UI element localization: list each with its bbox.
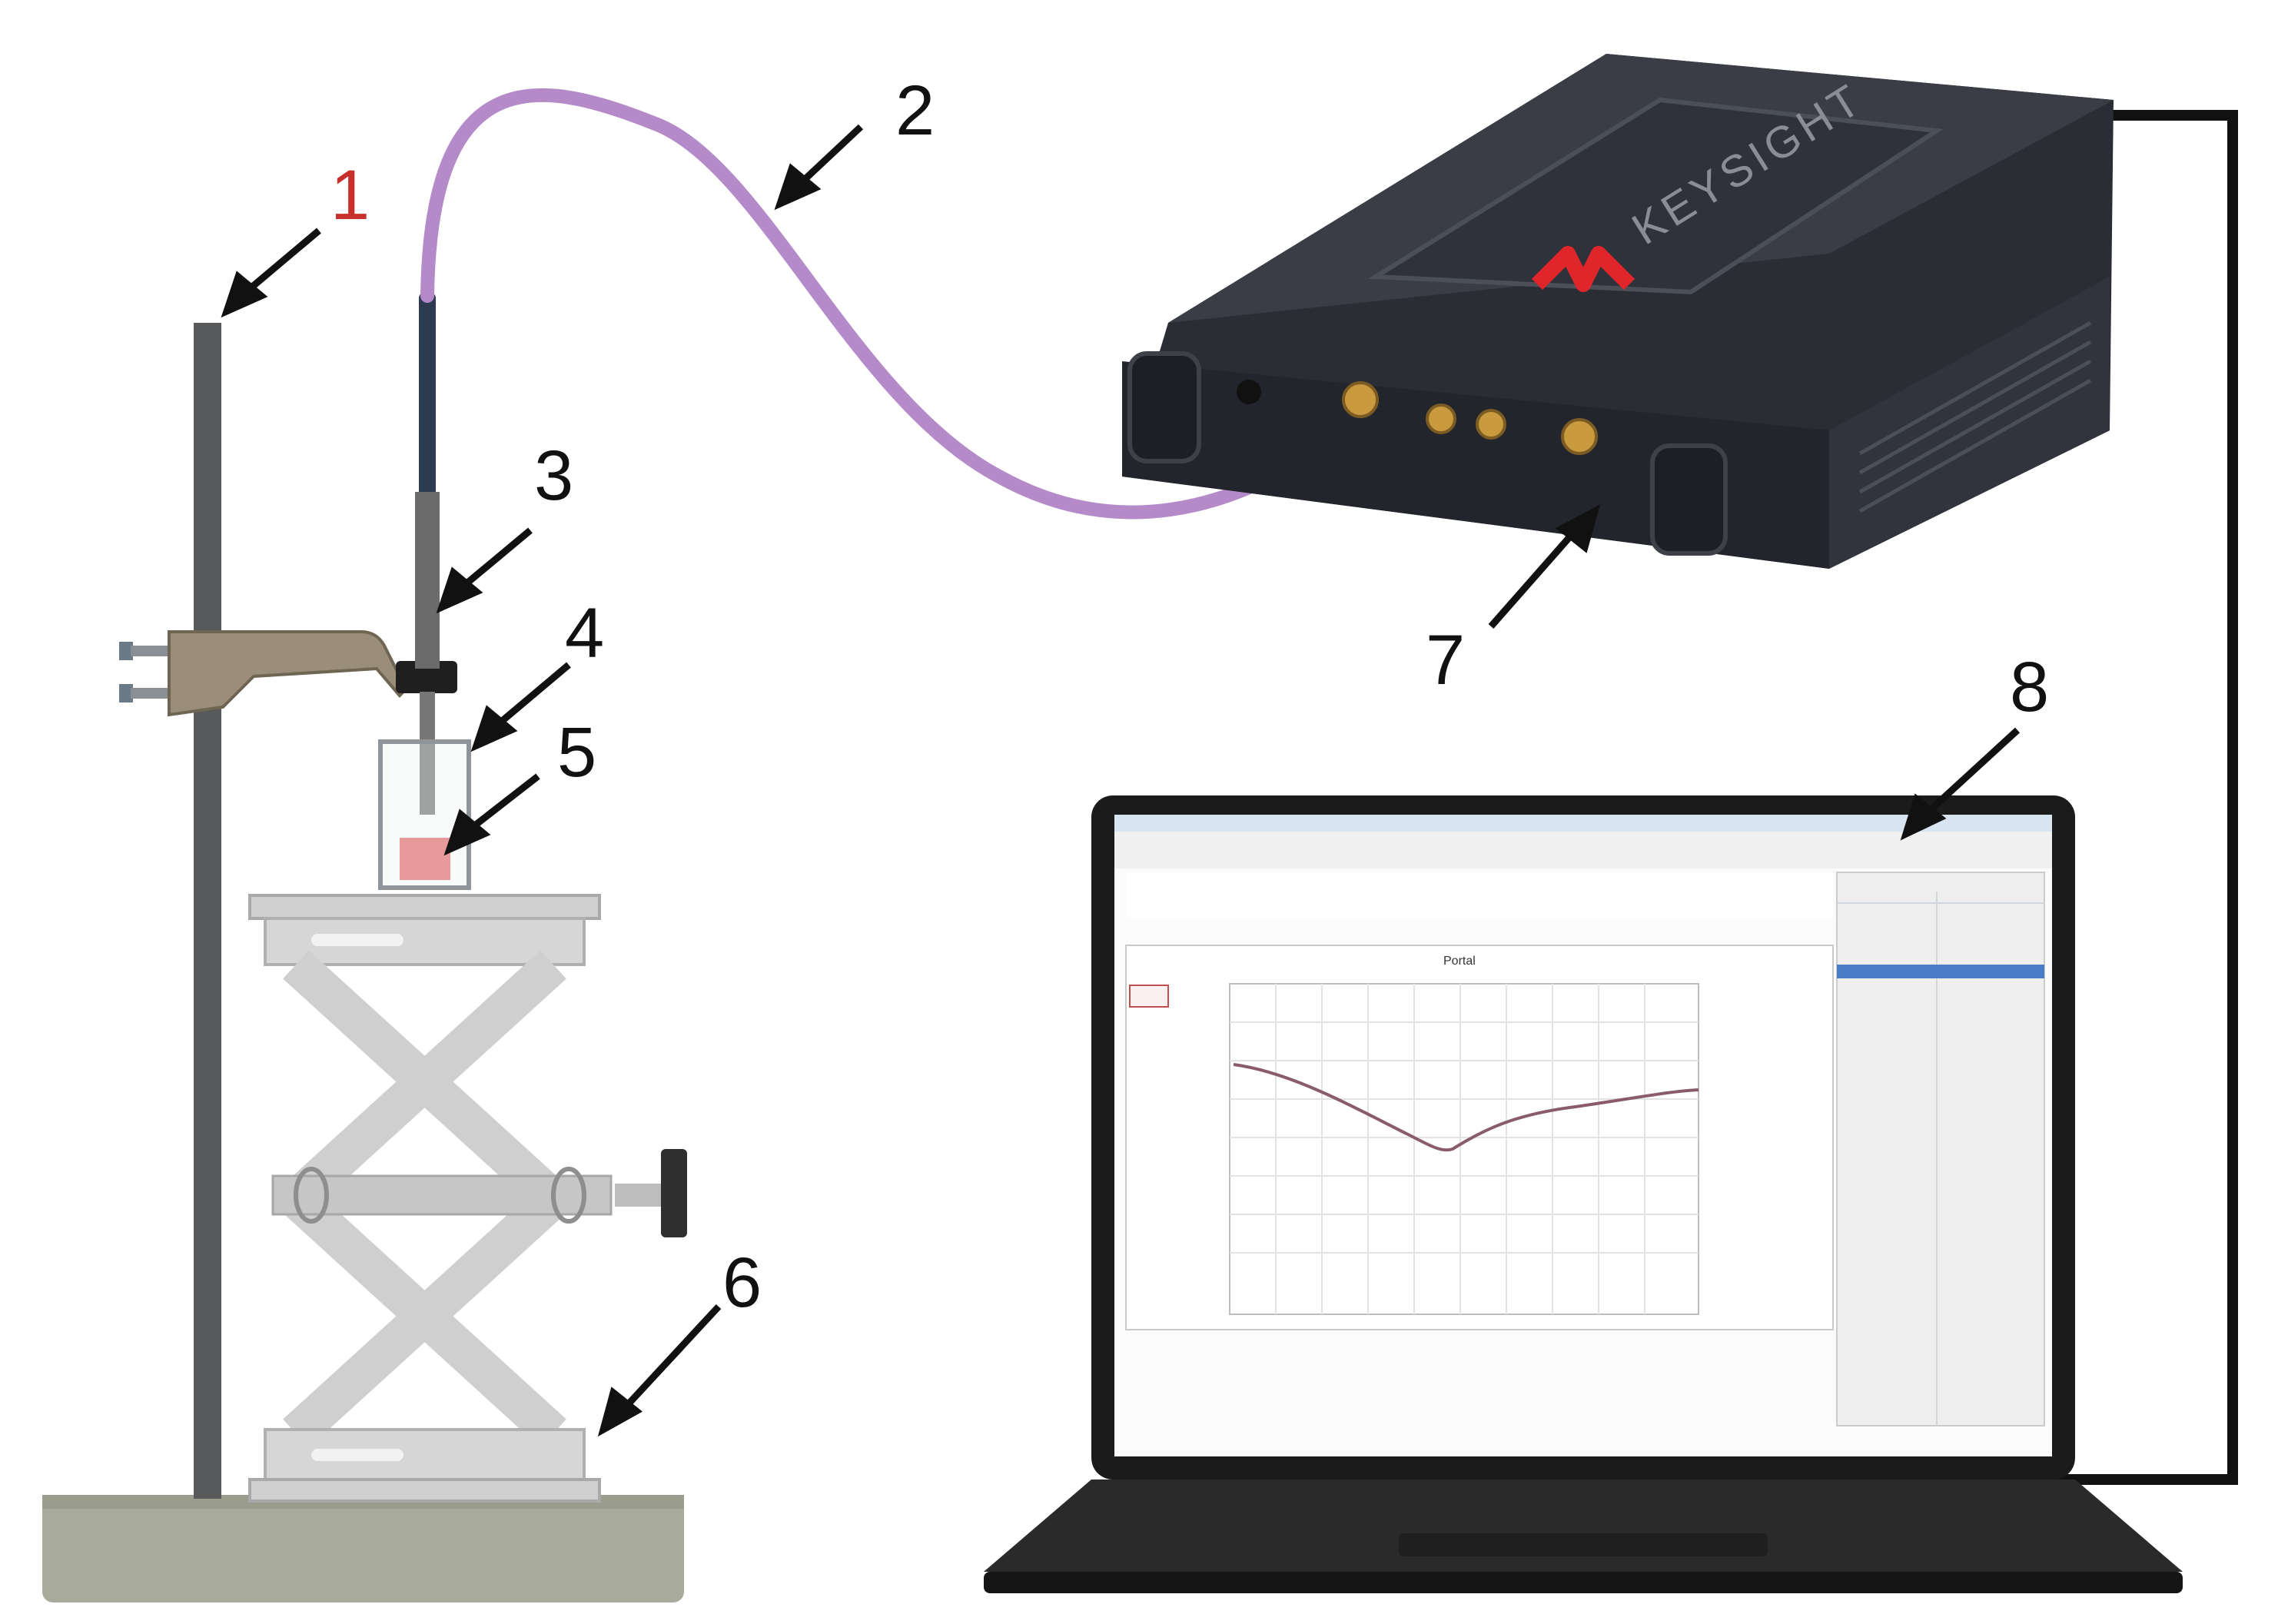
label-7: 7 <box>1426 621 1465 699</box>
coaxial-probe <box>415 292 440 815</box>
callout-arrows <box>221 124 2021 1437</box>
clamp <box>119 630 457 717</box>
sample <box>400 838 450 880</box>
label-6: 6 <box>722 1244 762 1322</box>
keysight-logo-icon <box>1531 246 1635 292</box>
screen-chart-title: Portal <box>1443 955 1476 968</box>
network-analyzer: KEYSIGHT <box>1122 54 2114 569</box>
lab-jack <box>248 894 687 1503</box>
callout-labels: 1 2 3 4 5 6 7 8 <box>330 71 2049 1322</box>
laptop-screen: Portal <box>1114 815 2052 1456</box>
coaxial-cable <box>420 88 1356 520</box>
s11-trace <box>1233 1063 1699 1152</box>
laptop: Portal <box>984 795 2183 1593</box>
stand-rod <box>194 323 221 1499</box>
label-5: 5 <box>557 713 596 792</box>
label-2: 2 <box>895 71 935 150</box>
label-1: 1 <box>330 156 370 234</box>
label-8: 8 <box>2010 648 2049 726</box>
label-4: 4 <box>565 594 604 673</box>
data-cable-to-laptop <box>2037 110 2238 1485</box>
label-3: 3 <box>534 437 573 515</box>
stand-base <box>42 1495 684 1602</box>
